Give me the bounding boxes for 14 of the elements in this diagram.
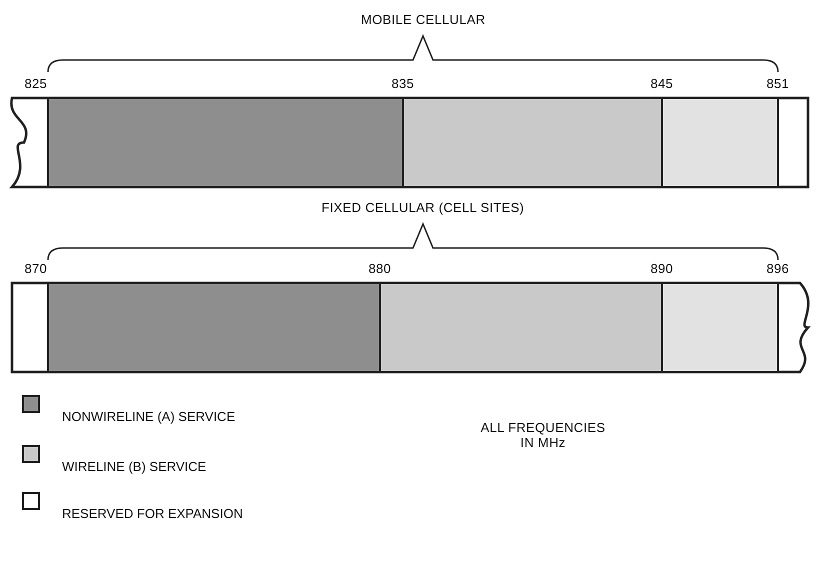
frequency-label: 851 — [766, 76, 790, 91]
legend-text: RESERVED FOR EXPANSION — [62, 506, 243, 521]
frequency-label: 870 — [24, 261, 48, 276]
frequency-label: 845 — [650, 76, 674, 91]
frequency-label: 896 — [766, 261, 790, 276]
frequency-label: 890 — [650, 261, 674, 276]
note: ALL FREQUENCIES IN MHz — [480, 420, 606, 450]
frequency-label: 835 — [392, 76, 414, 91]
band-heading: FIXED CELLULAR (CELL SITES) — [322, 200, 524, 215]
legend-text: NONWIRELINE (A) SERVICE — [62, 409, 236, 424]
legend-text: WIRELINE (B) SERVICE — [62, 459, 206, 474]
frequency-label: 880 — [368, 261, 392, 276]
band-heading: MOBILE CELLULAR — [361, 12, 486, 27]
frequency-label: 825 — [24, 76, 48, 91]
